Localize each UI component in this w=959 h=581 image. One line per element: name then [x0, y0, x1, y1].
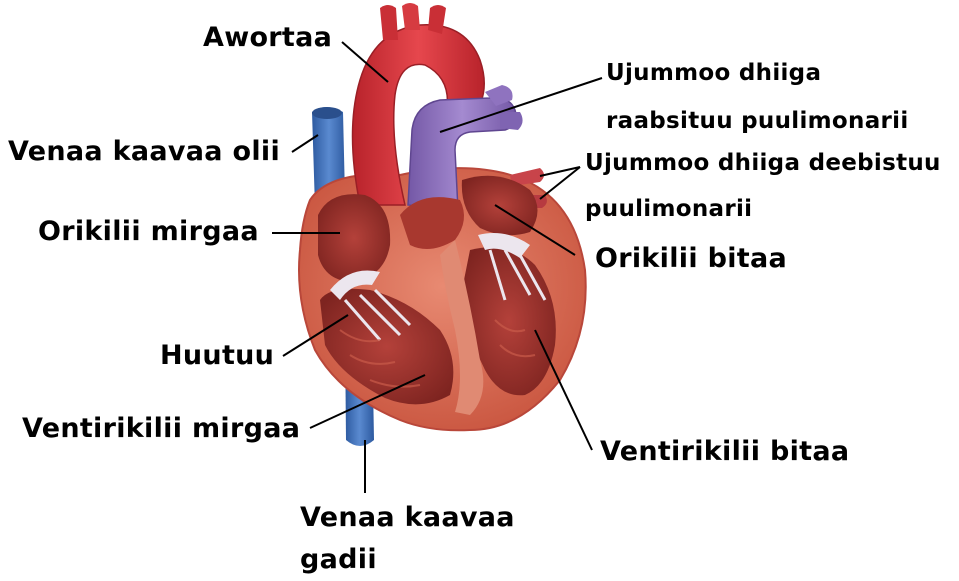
label-pulmonary-veins-line2: puulimonarii: [585, 198, 752, 221]
label-right-atrium: Orikilii mirgaa: [38, 218, 259, 245]
label-inferior-vena-cava-line1: Venaa kaavaa: [300, 504, 515, 531]
label-inferior-vena-cava-line2: gadii: [300, 546, 377, 573]
label-superior-vena-cava: Venaa kaavaa olii: [8, 138, 280, 165]
label-pulmonary-artery-line2: raabsituu puulimonarii: [606, 110, 909, 133]
label-aorta: Awortaa: [203, 24, 332, 51]
label-right-ventricle: Ventirikilii mirgaa: [22, 415, 300, 442]
label-pulmonary-artery-line1: Ujummoo dhiiga: [606, 62, 821, 85]
label-left-atrium: Orikilii bitaa: [595, 245, 787, 272]
label-valve: Huutuu: [160, 342, 274, 369]
label-pulmonary-veins-line1: Ujummoo dhiiga deebistuu: [585, 152, 941, 175]
label-left-ventricle: Ventirikilii bitaa: [600, 438, 849, 465]
